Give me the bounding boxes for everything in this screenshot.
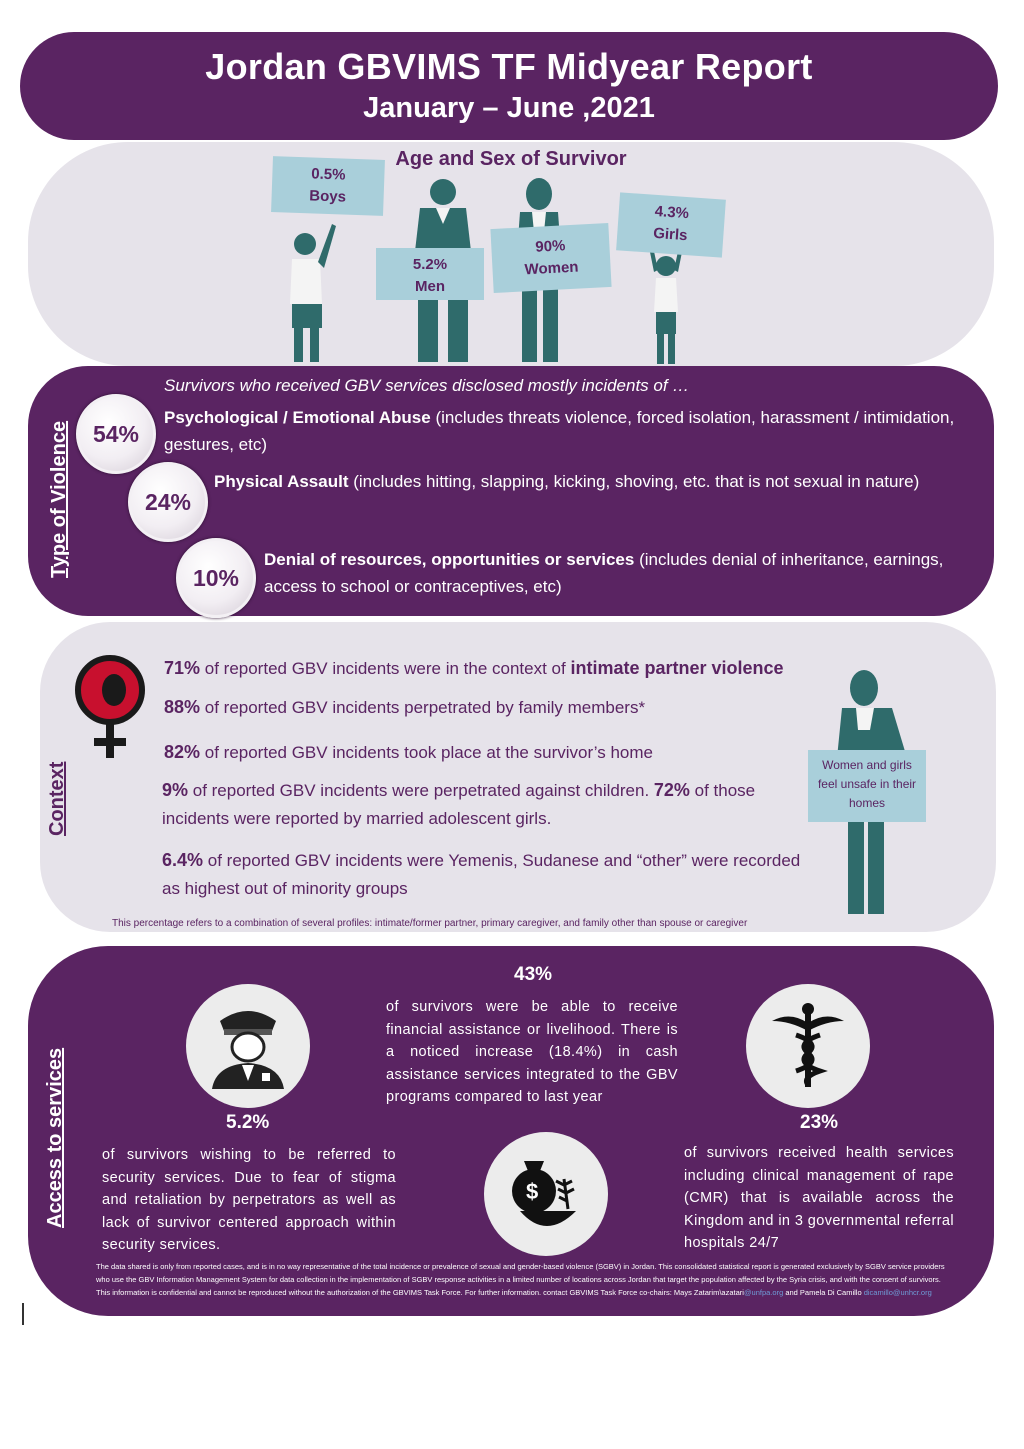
financial-assistance-circle: $ <box>484 1132 608 1256</box>
violence-item-2-name: Physical Assault <box>214 472 349 491</box>
health-services-circle <box>746 984 870 1108</box>
violence-item-1: Psychological / Emotional Abuse (include… <box>164 404 964 458</box>
access-side-label: Access to services <box>44 1047 66 1228</box>
context-line-3-text: of reported GBV incidents took place at … <box>200 743 653 762</box>
security-pct: 5.2% <box>226 1112 270 1133</box>
girl-figure <box>648 242 684 364</box>
financial-text: of survivors were be able to receive fin… <box>386 999 678 1105</box>
context-line-3: 82% of reported GBV incidents took place… <box>164 738 804 767</box>
female-symbol-icon <box>75 655 145 758</box>
context-footnote: This percentage refers to a combination … <box>112 918 748 929</box>
context-line-1-emph: intimate partner violence <box>570 658 784 678</box>
violence-pct-1: 54% <box>76 394 156 474</box>
context-section: Context 71% of reported GBV incidents we… <box>40 622 996 932</box>
disclaimer-mid: and Pamela Di Camillo <box>783 1288 864 1297</box>
text-cursor <box>22 1303 24 1325</box>
violence-pct-2: 24% <box>128 462 208 542</box>
women-label: Women <box>524 258 579 279</box>
context-line-4-pct2: 72% <box>653 780 690 800</box>
boy-figure <box>290 224 336 362</box>
violence-item-2: Physical Assault (includes hitting, slap… <box>214 468 954 495</box>
boys-label: Boys <box>309 187 347 206</box>
type-of-violence-section: Type of Violence Survivors who received … <box>28 366 994 618</box>
svg-text:$: $ <box>526 1179 538 1204</box>
context-line-2-text: of reported GBV incidents perpetrated by… <box>200 698 646 717</box>
report-subtitle: January – June ,2021 <box>363 92 655 124</box>
health-text: of survivors received health services in… <box>684 1145 954 1251</box>
violence-item-3: Denial of resources, opportunities or se… <box>264 546 954 600</box>
age-sex-section: Age and Sex of Survivor 0.5% Boys 5.2% M… <box>28 142 994 366</box>
context-line-4-text: of reported GBV incidents were perpetrat… <box>188 781 654 800</box>
context-side-label: Context <box>46 761 68 836</box>
context-line-5: 6.4% of reported GBV incidents were Yeme… <box>162 846 802 903</box>
context-line-1: 71% of reported GBV incidents were in th… <box>164 654 884 683</box>
girls-sign: 4.3% Girls <box>616 192 726 258</box>
men-sign: 5.2% Men <box>376 248 484 300</box>
unsafe-homes-sign: Women and girls feel unsafe in their hom… <box>808 750 926 822</box>
violence-item-1-desc: (includes threats violence, forced isola… <box>164 408 955 454</box>
context-line-1-pct: 71% <box>164 658 201 678</box>
men-label: Men <box>415 278 445 295</box>
violence-item-3-name: Denial of resources, opportunities or se… <box>264 550 635 569</box>
caduceus-icon <box>772 1003 844 1087</box>
report-header: Jordan GBVIMS TF Midyear Report January … <box>20 32 998 140</box>
context-line-5-text: of reported GBV incidents were Yemenis, … <box>162 851 801 898</box>
context-line-2: 88% of reported GBV incidents perpetrate… <box>164 693 804 722</box>
violence-item-1-name: Psychological / Emotional Abuse <box>164 408 431 427</box>
money-bag-icon: $ <box>512 1161 576 1226</box>
violence-item-2-desc: (includes hitting, slapping, kicking, sh… <box>348 472 920 491</box>
age-sex-title: Age and Sex of Survivor <box>395 148 627 170</box>
context-line-4: 9% of reported GBV incidents were perpet… <box>162 776 802 833</box>
access-to-services-section: Access to services 5.2% of survivors wis… <box>28 946 994 1316</box>
violence-pct-3: 10% <box>176 538 256 618</box>
financial-pct: 43% <box>514 964 553 985</box>
disclaimer: The data shared is only from reported ca… <box>96 1260 956 1299</box>
disclaimer-email-1[interactable]: @unfpa.org <box>743 1288 784 1297</box>
health-pct: 23% <box>800 1112 839 1133</box>
report-title: Jordan GBVIMS TF Midyear Report <box>205 46 813 87</box>
violence-side-label: Type of Violence <box>48 420 70 578</box>
security-services-circle <box>186 984 310 1108</box>
security-text: of survivors wishing to be referred to s… <box>102 1147 396 1253</box>
context-line-2-pct: 88% <box>164 697 201 717</box>
context-line-4-pct: 9% <box>162 780 189 800</box>
boys-sign: 0.5% Boys <box>271 156 385 216</box>
context-line-1-text: of reported GBV incidents were in the co… <box>200 659 571 678</box>
violence-intro: Survivors who received GBV services disc… <box>164 376 690 395</box>
context-line-3-pct: 82% <box>164 742 201 762</box>
disclaimer-text: The data shared is only from reported ca… <box>96 1262 945 1297</box>
violence-item-3-desc: (includes denial of inheritance, earning… <box>264 550 944 596</box>
women-sign: 90% Women <box>490 222 612 294</box>
disclaimer-email-2[interactable]: dicamillo@unhcr.org <box>863 1288 932 1297</box>
men-pct: 5.2% <box>412 256 448 273</box>
context-line-4-text2: of those incidents were reported by marr… <box>162 781 756 828</box>
context-line-5-pct: 6.4% <box>162 850 204 870</box>
police-officer-icon <box>212 1011 284 1089</box>
